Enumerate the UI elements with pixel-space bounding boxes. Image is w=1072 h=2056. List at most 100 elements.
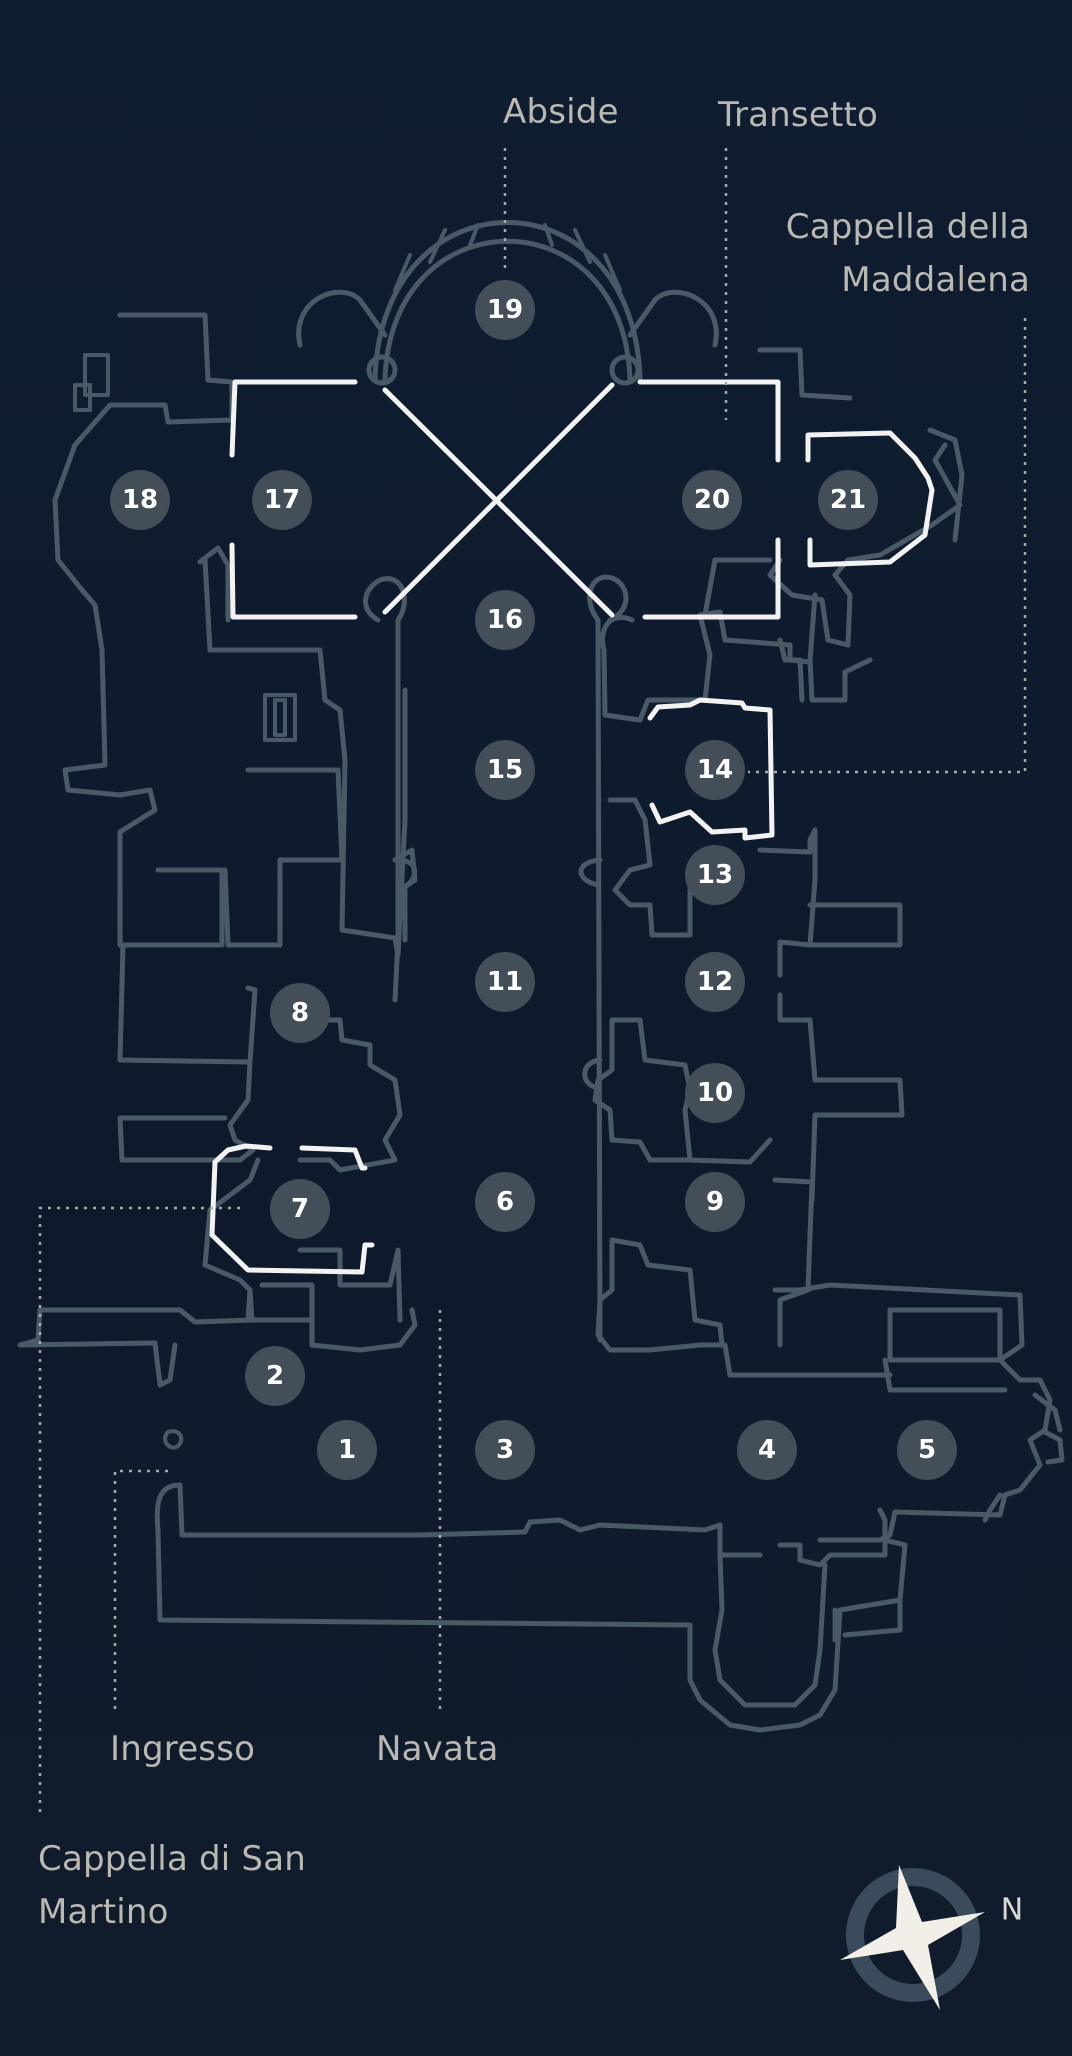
marker-circle: [685, 1172, 745, 1232]
marker-circle: [818, 470, 878, 530]
marker-number: 10: [697, 1078, 733, 1108]
right-small-room: [807, 592, 873, 703]
right-aisle-wall: [777, 992, 905, 1203]
marker-number: 14: [697, 755, 733, 785]
marker-circle: [270, 983, 330, 1043]
marker-number: 2: [266, 1361, 284, 1391]
marker-number: 6: [496, 1187, 514, 1217]
marker-4[interactable]: 4: [737, 1420, 797, 1480]
marker-number: 20: [694, 485, 730, 515]
entrance-hall-corner: [882, 1537, 908, 1603]
apse-left-chapel: [296, 289, 388, 348]
marker-3[interactable]: 3: [475, 1420, 535, 1480]
highlighted-areas: [209, 379, 935, 1275]
marker-circle: [682, 470, 742, 530]
marker-14[interactable]: 14: [685, 740, 745, 800]
nave-right-bump-2: [582, 1057, 603, 1091]
marker-circle: [897, 1420, 957, 1480]
marker-15[interactable]: 15: [475, 740, 535, 800]
left-niche-small: [73, 383, 92, 412]
right-room-divider: [777, 637, 805, 703]
floor-plan-walls: [17, 220, 1065, 1733]
nave-right-bump-1: [578, 857, 603, 888]
marker-circle: [475, 952, 535, 1012]
left-lower-block: [117, 942, 258, 1065]
marker-number: 1: [338, 1435, 356, 1465]
marker-17[interactable]: 17: [252, 470, 312, 530]
marker-2[interactable]: 2: [245, 1346, 305, 1406]
marker-1[interactable]: 1: [317, 1420, 377, 1480]
left-chapel-block: [222, 767, 345, 948]
right-lower-room: [887, 1307, 1003, 1363]
marker-circle: [685, 740, 745, 800]
marker-number: 15: [487, 755, 523, 785]
label-navata: Navata: [376, 1729, 499, 1769]
marker-6[interactable]: 6: [475, 1172, 535, 1232]
marker-circle: [685, 952, 745, 1012]
entrance-pillar: [163, 1429, 184, 1450]
marker-number: 21: [830, 485, 866, 515]
left-small-room: [263, 693, 297, 742]
apse-inner-wall: [382, 238, 633, 383]
right-transept-top: [757, 347, 853, 401]
entrance-hall-apse: [712, 1552, 828, 1708]
marker-7[interactable]: 7: [270, 1179, 330, 1239]
label-maddalena-line2: Maddalena: [841, 260, 1030, 300]
right-chapel-link: [687, 1137, 773, 1165]
marker-16[interactable]: 16: [475, 590, 535, 650]
left-small-room-inner: [273, 698, 287, 737]
marker-11[interactable]: 11: [475, 952, 535, 1012]
compass-ring: [846, 1868, 980, 2002]
marker-20[interactable]: 20: [682, 470, 742, 530]
label-abside: Abside: [503, 92, 619, 132]
marker-21[interactable]: 21: [818, 470, 878, 530]
label-maddalena-line1: Cappella della: [785, 207, 1030, 247]
maddalena-leader: [748, 318, 1027, 774]
right-chapel-wall: [702, 557, 773, 618]
marker-13[interactable]: 13: [685, 845, 745, 905]
transept-right-bottom: [642, 537, 781, 620]
marker-8[interactable]: 8: [270, 983, 330, 1043]
pillar: [366, 354, 398, 386]
leader-lines: [38, 148, 1027, 1818]
right-corner-tab: [982, 1492, 1003, 1523]
apse-right-chapel: [627, 289, 719, 348]
compass-rose: N: [840, 1865, 1023, 2010]
marker-circle: [317, 1420, 377, 1480]
nave-left-pier-bump: [395, 857, 418, 893]
left-aisle-lower: [297, 1247, 403, 1323]
marker-number: 5: [918, 1435, 936, 1465]
pillar: [609, 354, 641, 386]
entrance-hall-inner: [177, 1482, 763, 1558]
transept-right-top: [637, 379, 781, 463]
crossing-diagonal-2: [382, 382, 615, 615]
left-lower-bump: [309, 1307, 418, 1353]
crossing-diagonal-1: [382, 387, 615, 618]
marker-circle: [475, 1172, 535, 1232]
marker-number: 18: [122, 485, 158, 515]
marker-number: 11: [487, 967, 523, 997]
nave-left-pier: [363, 576, 407, 1003]
left-lower-room: [245, 1282, 315, 1323]
marker-10[interactable]: 10: [685, 1063, 745, 1123]
marker-circle: [475, 590, 535, 650]
transept-left-top: [229, 379, 358, 458]
san-martino-chapel-top: [299, 1145, 368, 1171]
marker-12[interactable]: 12: [685, 952, 745, 1012]
marker-19[interactable]: 19: [475, 280, 535, 340]
label-ingresso: Ingresso: [110, 1729, 256, 1769]
marker-circle: [110, 470, 170, 530]
label-san-martino-line1: Cappella di San: [38, 1839, 306, 1879]
san-martino-chapel-outline: [209, 1143, 375, 1275]
marker-number: 8: [291, 998, 309, 1028]
chapel-8-wall: [117, 1059, 256, 1163]
marker-circle: [475, 280, 535, 340]
marker-9[interactable]: 9: [685, 1172, 745, 1232]
right-transept-outer: [767, 442, 963, 648]
marker-circle: [685, 845, 745, 905]
marker-5[interactable]: 5: [897, 1420, 957, 1480]
marker-18[interactable]: 18: [110, 470, 170, 530]
